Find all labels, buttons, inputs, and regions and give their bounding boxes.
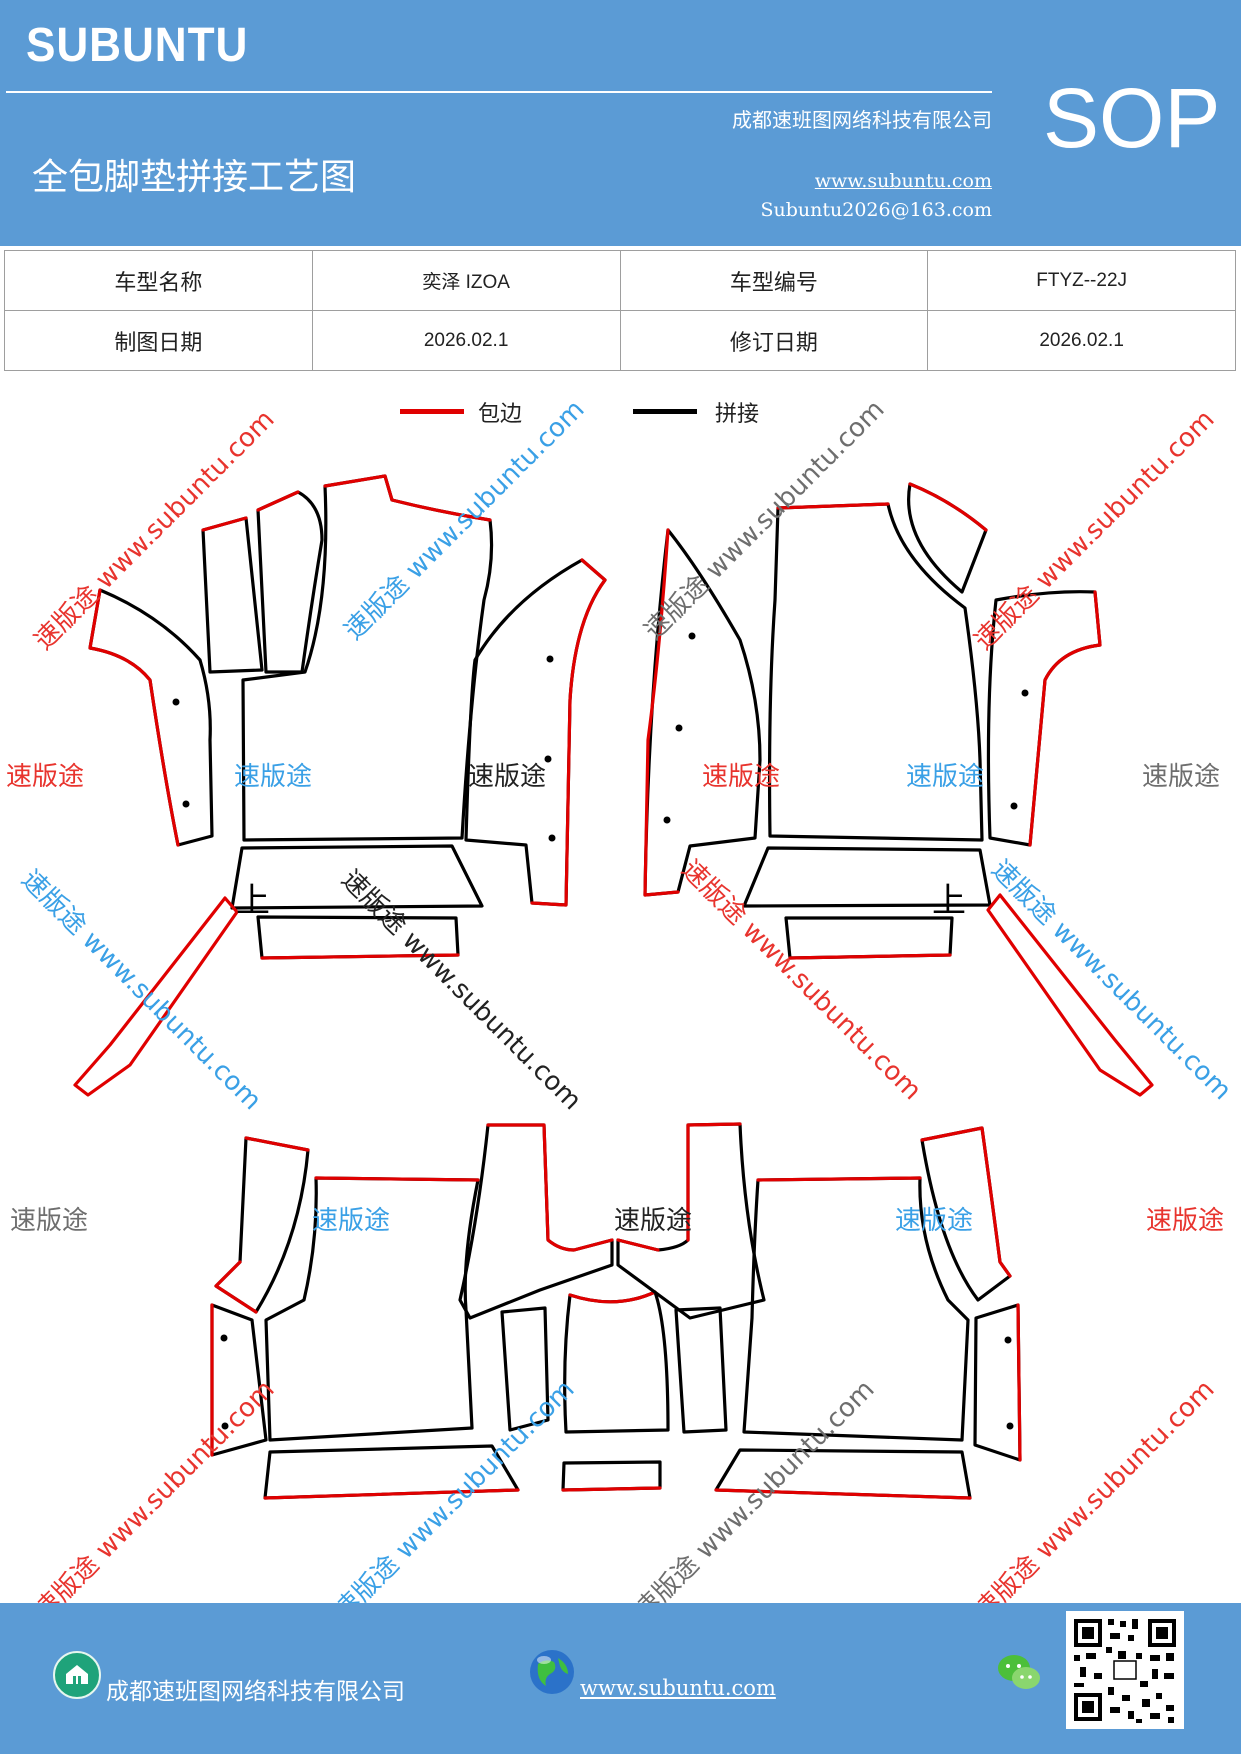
footer-company: 成都速班图网络科技有限公司 [106, 1679, 405, 1705]
revise-date-value: 2026.02.1 [927, 310, 1236, 371]
watermark-text: 速版途 [1146, 1206, 1225, 1236]
info-table: 车型名称 奕泽 IZOA 车型编号 FTYZ--22J 制图日期 2026.02… [4, 250, 1236, 371]
watermark-text: 速版途 [614, 1206, 693, 1236]
sop-badge: SOP [1043, 71, 1221, 165]
rear-left-mat [210, 1123, 614, 1500]
watermark-text: 速版途 [895, 1206, 974, 1236]
front-left-mat [73, 474, 607, 1097]
legend-splice-label: 拼接 [715, 402, 760, 427]
watermark-text: 速版途 [906, 762, 985, 792]
watermark-text: 速版途 [702, 762, 781, 792]
globe-icon [530, 1650, 574, 1694]
watermark-text: 速版途 [1142, 762, 1221, 792]
header-banner: SUBUNTU 成都速班图网络科技有限公司 全包脚垫拼接工艺图 www.subu… [0, 0, 1241, 246]
legend-red-line [400, 409, 464, 414]
up-marker-left: 上 [236, 881, 270, 921]
header-divider [6, 91, 992, 93]
draw-date-value: 2026.02.1 [311, 310, 621, 371]
draw-date-label: 制图日期 [4, 310, 313, 371]
rear-right-mat [616, 1122, 1022, 1500]
model-name-value: 奕泽 IZOA [311, 250, 621, 311]
header-email[interactable]: Subuntu2026@163.com [760, 199, 992, 221]
watermark-text: 速版途 [312, 1206, 391, 1236]
watermark-text: 速版途 [468, 762, 547, 792]
revise-date-label: 修订日期 [619, 310, 929, 371]
legend-binding-label: 包边 [478, 402, 523, 427]
watermark-text: 速版途 [10, 1206, 89, 1236]
header-website-link[interactable]: www.subuntu.com [814, 170, 992, 192]
model-code-label: 车型编号 [619, 250, 929, 311]
watermark-text: 速版途 [6, 762, 85, 792]
home-icon [53, 1651, 101, 1699]
wechat-icon[interactable] [996, 1652, 1042, 1694]
qr-code [1066, 1611, 1184, 1729]
model-name-label: 车型名称 [4, 250, 313, 311]
page-title: 全包脚垫拼接工艺图 [32, 157, 357, 198]
front-right-mat [643, 482, 1154, 1097]
up-marker-right: 上 [932, 881, 966, 921]
header-company: 成都速班图网络科技有限公司 [732, 108, 992, 132]
legend-black-line [633, 409, 697, 414]
table-row: 制图日期 2026.02.1 修订日期 2026.02.1 [4, 310, 1236, 371]
brand-logo: SUBUNTU [26, 19, 249, 72]
table-row: 车型名称 奕泽 IZOA 车型编号 FTYZ--22J [4, 250, 1236, 311]
watermark-text: 速版途 [234, 762, 313, 792]
model-code-value: FTYZ--22J [927, 250, 1236, 311]
footer-website-link[interactable]: www.subuntu.com [580, 1676, 776, 1700]
rear-center-mat [561, 1290, 670, 1492]
